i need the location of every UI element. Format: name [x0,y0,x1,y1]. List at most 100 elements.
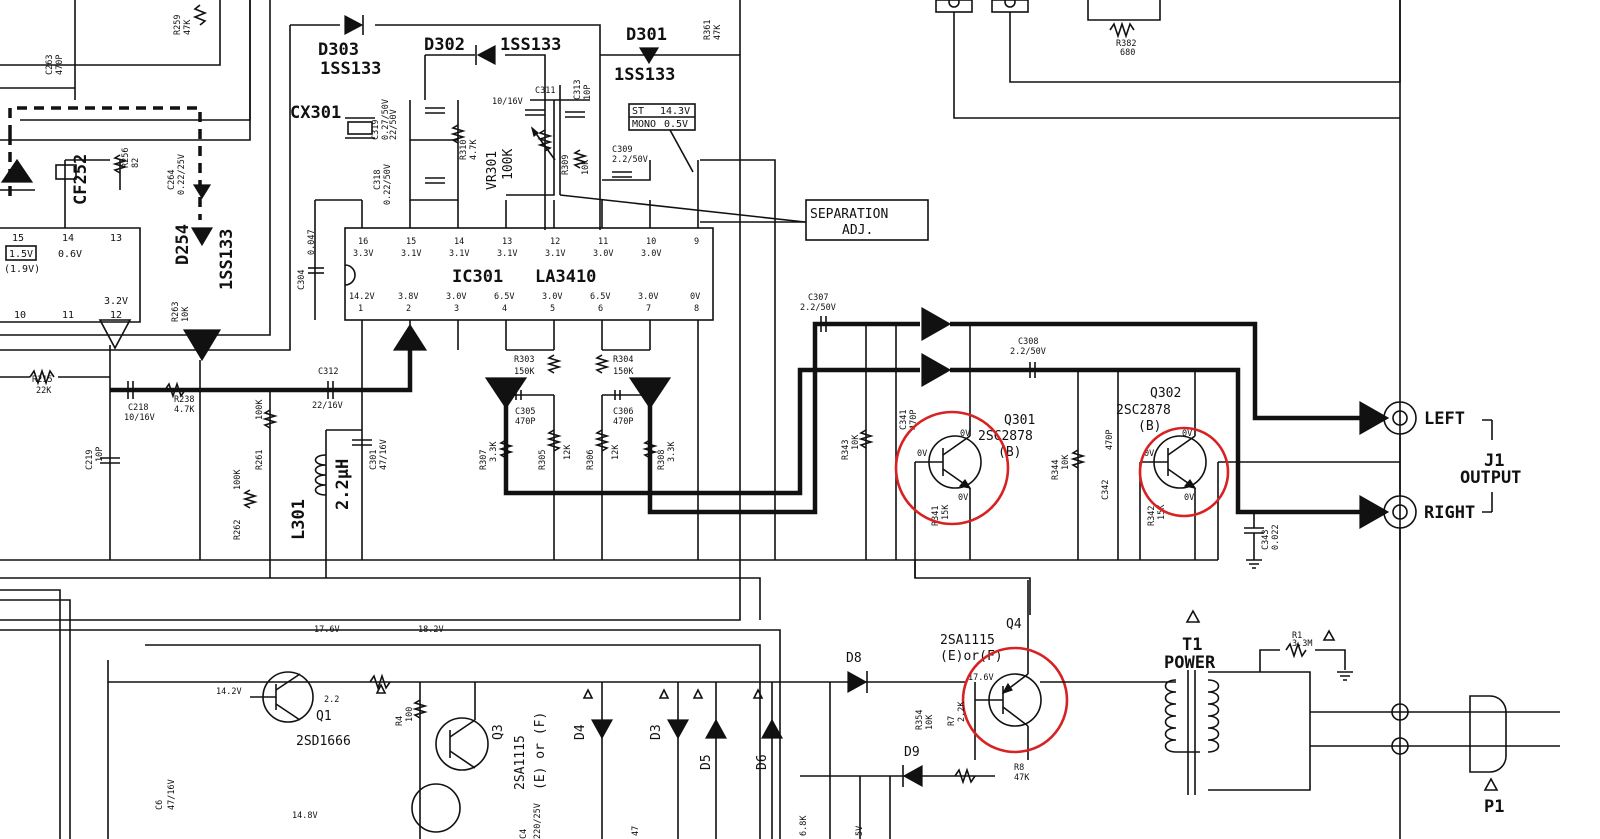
ic301-part: LA3410 [535,267,596,287]
volt-148: 14.8V [292,811,318,821]
r303-label: R303 [514,355,534,365]
t1-transformer: T1 POWER [1164,635,1220,795]
st-label: ST [632,106,644,117]
c304-label: C304 [297,270,307,290]
volt-176: 17.6V [314,625,340,635]
r304-val: 150K [613,367,634,377]
c343-label: C343 [1261,530,1271,550]
buffer-right-out-icon [921,352,952,388]
r256-label: R256 [121,148,131,168]
q302-label: Q302 [1150,386,1181,401]
r262-val: 100K [233,469,243,490]
r341-val: 15K [941,504,951,520]
r361-val: 47K [713,24,723,40]
r343-val: 10K [851,434,861,450]
output-stage: LEFT RIGHT J1 OUTPUT C307 2.2/50V C308 2… [775,0,1521,615]
right-label: RIGHT [1424,503,1475,523]
d4-label: D4 [573,724,588,740]
ic-pin4: 4 [502,304,507,314]
r309-label: R309 [561,155,571,175]
ic-pin5: 5 [550,304,555,314]
ic-pin11-v: 3.0V [593,249,613,259]
c311-label: C311 [535,86,555,96]
r238-val: 4.7K [174,405,195,415]
r309-val: 10K [581,159,591,175]
q301-vc: 0V [960,429,970,439]
ic-pin10: 10 [646,237,656,247]
c342-val: 470P [1105,430,1115,450]
c311-val: 10/16V [492,97,523,107]
left-ic-v12: 3.2V [104,296,128,307]
r8-val: 47K [1014,773,1030,783]
vr301-pot-icon [537,129,553,152]
q302-grade: (B) [1138,419,1161,434]
buffer-left-icon [0,158,34,183]
ic-pin16: 16 [358,237,368,247]
r341-label: R341 [931,506,941,526]
c304-val: 0.047 [307,229,317,255]
q1-label: Q1 [316,709,332,724]
d302-part: 1SS133 [500,35,561,55]
r354-label: R354 [915,710,925,730]
r259-label: R259 [173,15,183,35]
q4-highlight-circle [961,646,1069,754]
q1-transistor: Q1 2SD1666 14.2V 2.2 [216,671,351,749]
left-ic-pin15: 15 [12,233,24,244]
j1-label: J1 [1484,451,1504,471]
r261-label: R261 [255,450,265,470]
c318-val: 0.22/50V [383,164,393,205]
r382-val: 680 [1120,48,1135,58]
p1-label: P1 [1484,797,1504,817]
buffer-pin4-icon [484,377,528,410]
ic-pin12: 12 [550,237,560,247]
r215-resistor-icon [29,368,55,386]
left-ic-pin13: 13 [110,233,122,244]
q2-transistor-icon [411,783,461,833]
misc-47: 47 [631,826,641,836]
d8-diode-icon [847,670,868,694]
r256-val: 82 [131,158,141,168]
c305-label: C305 [515,407,535,417]
d303-part: 1SS133 [320,59,381,79]
r310-val: 4.7K [469,139,479,160]
c263-val: 470P [55,55,65,75]
ic-pin13-v: 3.1V [497,249,517,259]
p1-plug-icon [1469,695,1507,773]
top-left-wiring: D303 1SS133 D302 1SS133 D301 1SS133 CX30… [0,0,741,621]
left-label: LEFT [1424,409,1465,429]
c6-label: C6 [155,800,165,810]
ic-pin2-v: 3.8V [398,292,418,302]
c219-val: 10P [95,447,105,462]
buffer-left-out-icon [921,306,952,342]
c313-val: 10P [583,85,593,100]
c308-label: C308 [1018,337,1038,347]
r263-val: 10K [181,306,191,322]
c218-label: C218 [128,403,148,413]
cf252-filter-icon [55,164,77,180]
q3-part: 2SA1115 [513,735,528,790]
q4-label: Q4 [1006,617,1022,632]
c312-val: 22/16V [312,401,343,411]
ic-pin4-v: 6.5V [494,292,514,302]
q302-ve: 0V [1184,493,1194,503]
separation-label: SEPARATION [810,207,888,222]
ic-pin11: 11 [598,237,608,247]
d254-part: 1SS133 [217,229,237,290]
st-val: 14.3V [660,106,690,117]
cf252-label: CF252 [71,154,91,205]
ic-pin9: 9 [694,237,699,247]
d3-label: D3 [649,724,664,740]
r307-label: R307 [479,450,489,470]
c264-label: C264 [167,170,177,190]
q3-transistor: Q3 2SA1115 (E) or (F) [411,712,548,833]
c307-val: 2.2/50V [800,303,836,313]
left-arrow-icon [1359,400,1390,436]
q1-volt: 14.2V [216,687,242,697]
ic-bottom-components: R303 150K R304 150K C305 470P C306 470P … [0,321,920,839]
c4-label: C4 [519,829,529,839]
r382-label: R382 [1116,39,1136,49]
r305-label: R305 [538,450,548,470]
r344-label: R344 [1051,460,1061,480]
d9-label: D9 [904,745,920,760]
right-arrow-icon [1359,494,1390,530]
